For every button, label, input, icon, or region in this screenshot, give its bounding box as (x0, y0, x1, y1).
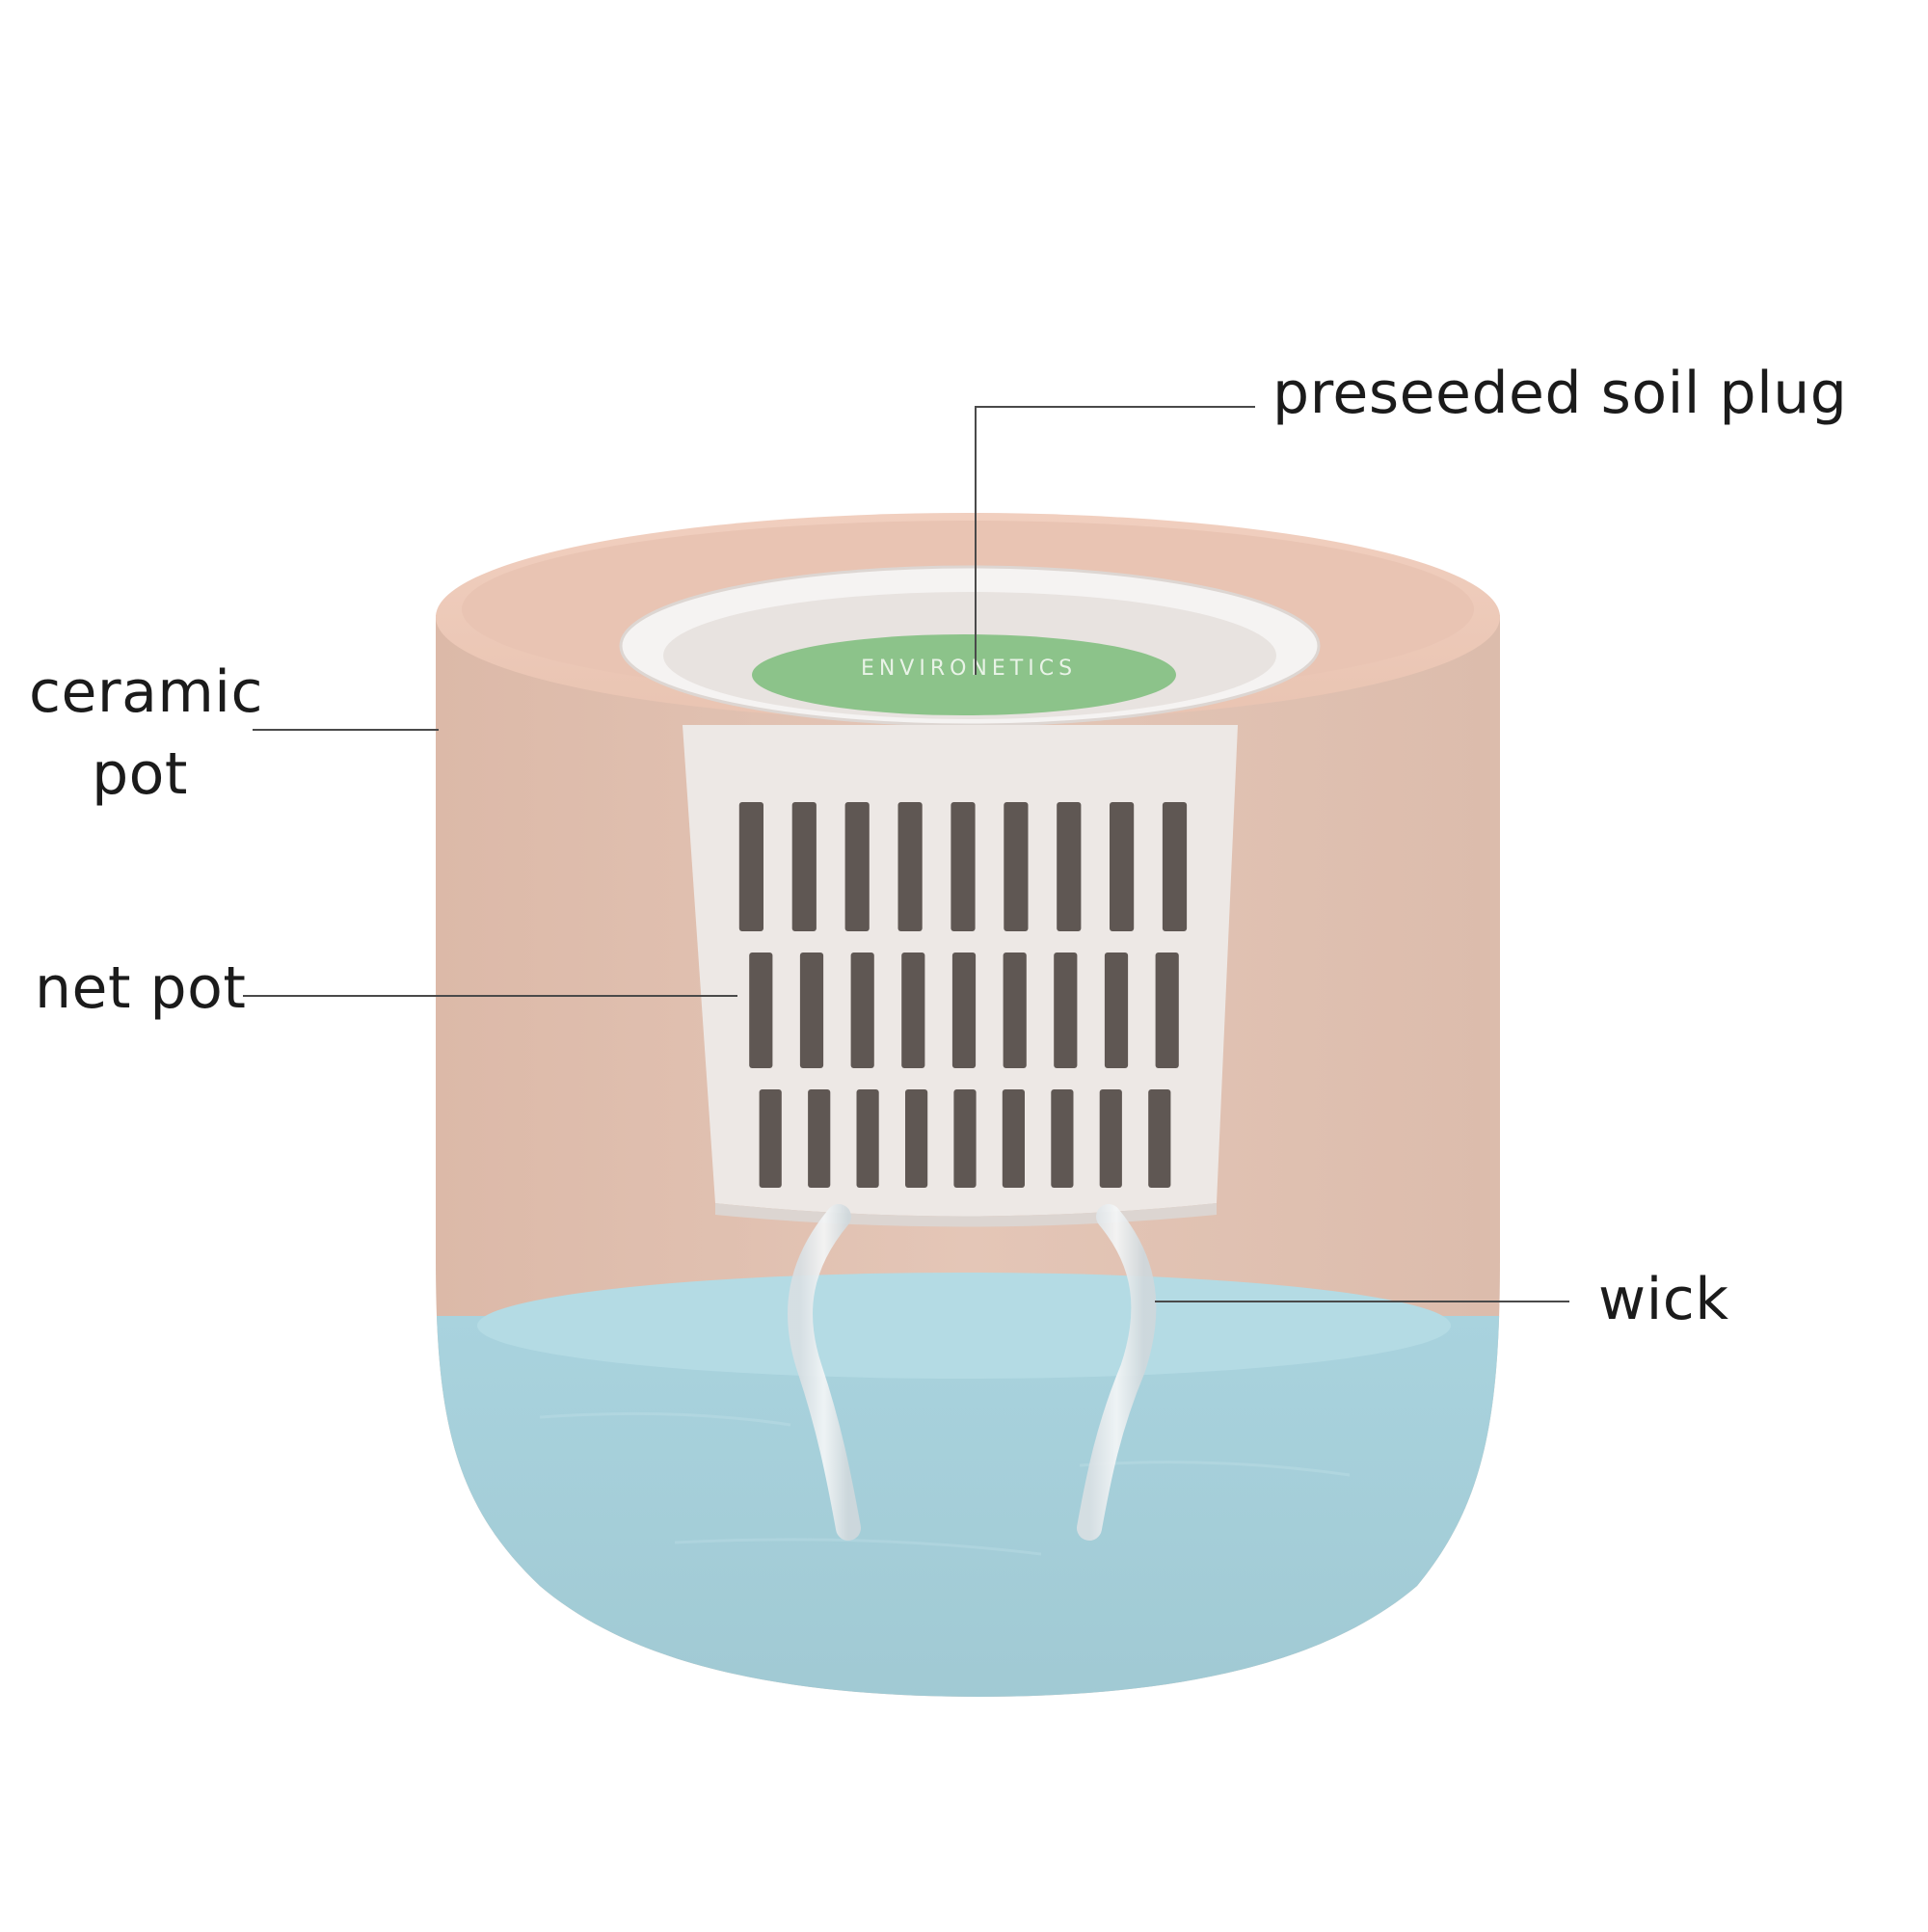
net-pot-slot (844, 802, 870, 931)
net-pot-slot (905, 1089, 928, 1188)
net-pot-slot (1054, 953, 1078, 1068)
net-pot-slot (1162, 802, 1188, 931)
net-pot-slot (951, 802, 976, 931)
net-pot-slot (1002, 1089, 1025, 1188)
net-pot-slot (1003, 953, 1027, 1068)
net-pot-slot (901, 953, 925, 1068)
net-pot-slot (1099, 1089, 1122, 1188)
net-pot-slot (1004, 802, 1029, 931)
net-pot-slot (791, 802, 817, 931)
net-pot-slot (1051, 1089, 1074, 1188)
net-pot-slot (850, 953, 874, 1068)
net-pot-slot (759, 1089, 782, 1188)
net-pot-slot (1155, 953, 1179, 1068)
leader-preseeded-soil-plug (975, 406, 1255, 675)
net-pot-slot (897, 802, 923, 931)
net-pot-slot (1057, 802, 1082, 931)
net-pot-slot (738, 802, 763, 931)
net-pot-slot (1148, 1089, 1171, 1188)
label-net-pot-text: net pot (35, 954, 247, 1022)
water-reservoir (436, 1273, 1500, 1697)
plug-brand-print: ENVIRONETICS (861, 657, 1077, 681)
net-pot-slot (799, 953, 824, 1068)
label-wick: wick (1598, 1271, 1728, 1328)
label-ceramic-pot: ceramic pot (29, 652, 263, 816)
wick-left (788, 1204, 861, 1541)
label-ceramic-line2: pot (92, 740, 188, 809)
net-pot-slot (1104, 953, 1129, 1068)
label-preseeded-text: preseeded soil plug (1272, 360, 1848, 427)
net-pot-slot (953, 1089, 977, 1188)
net-pot-slot (951, 953, 977, 1068)
net-pot-slots (738, 802, 1188, 1188)
leader-lines (243, 406, 1569, 1302)
label-net-pot: net pot (35, 959, 246, 1017)
net-pot-slot (808, 1089, 831, 1188)
soil-plug-top (752, 634, 1176, 715)
net-pot-slot (749, 953, 773, 1068)
label-ceramic-line1: ceramic (29, 658, 263, 726)
wick-right (1077, 1204, 1157, 1541)
label-wick-text: wick (1598, 1266, 1729, 1333)
net-pot-slot (856, 1089, 879, 1188)
label-preseeded-soil-plug: preseeded soil plug (1272, 364, 1847, 422)
net-pot-slot (1110, 802, 1135, 931)
